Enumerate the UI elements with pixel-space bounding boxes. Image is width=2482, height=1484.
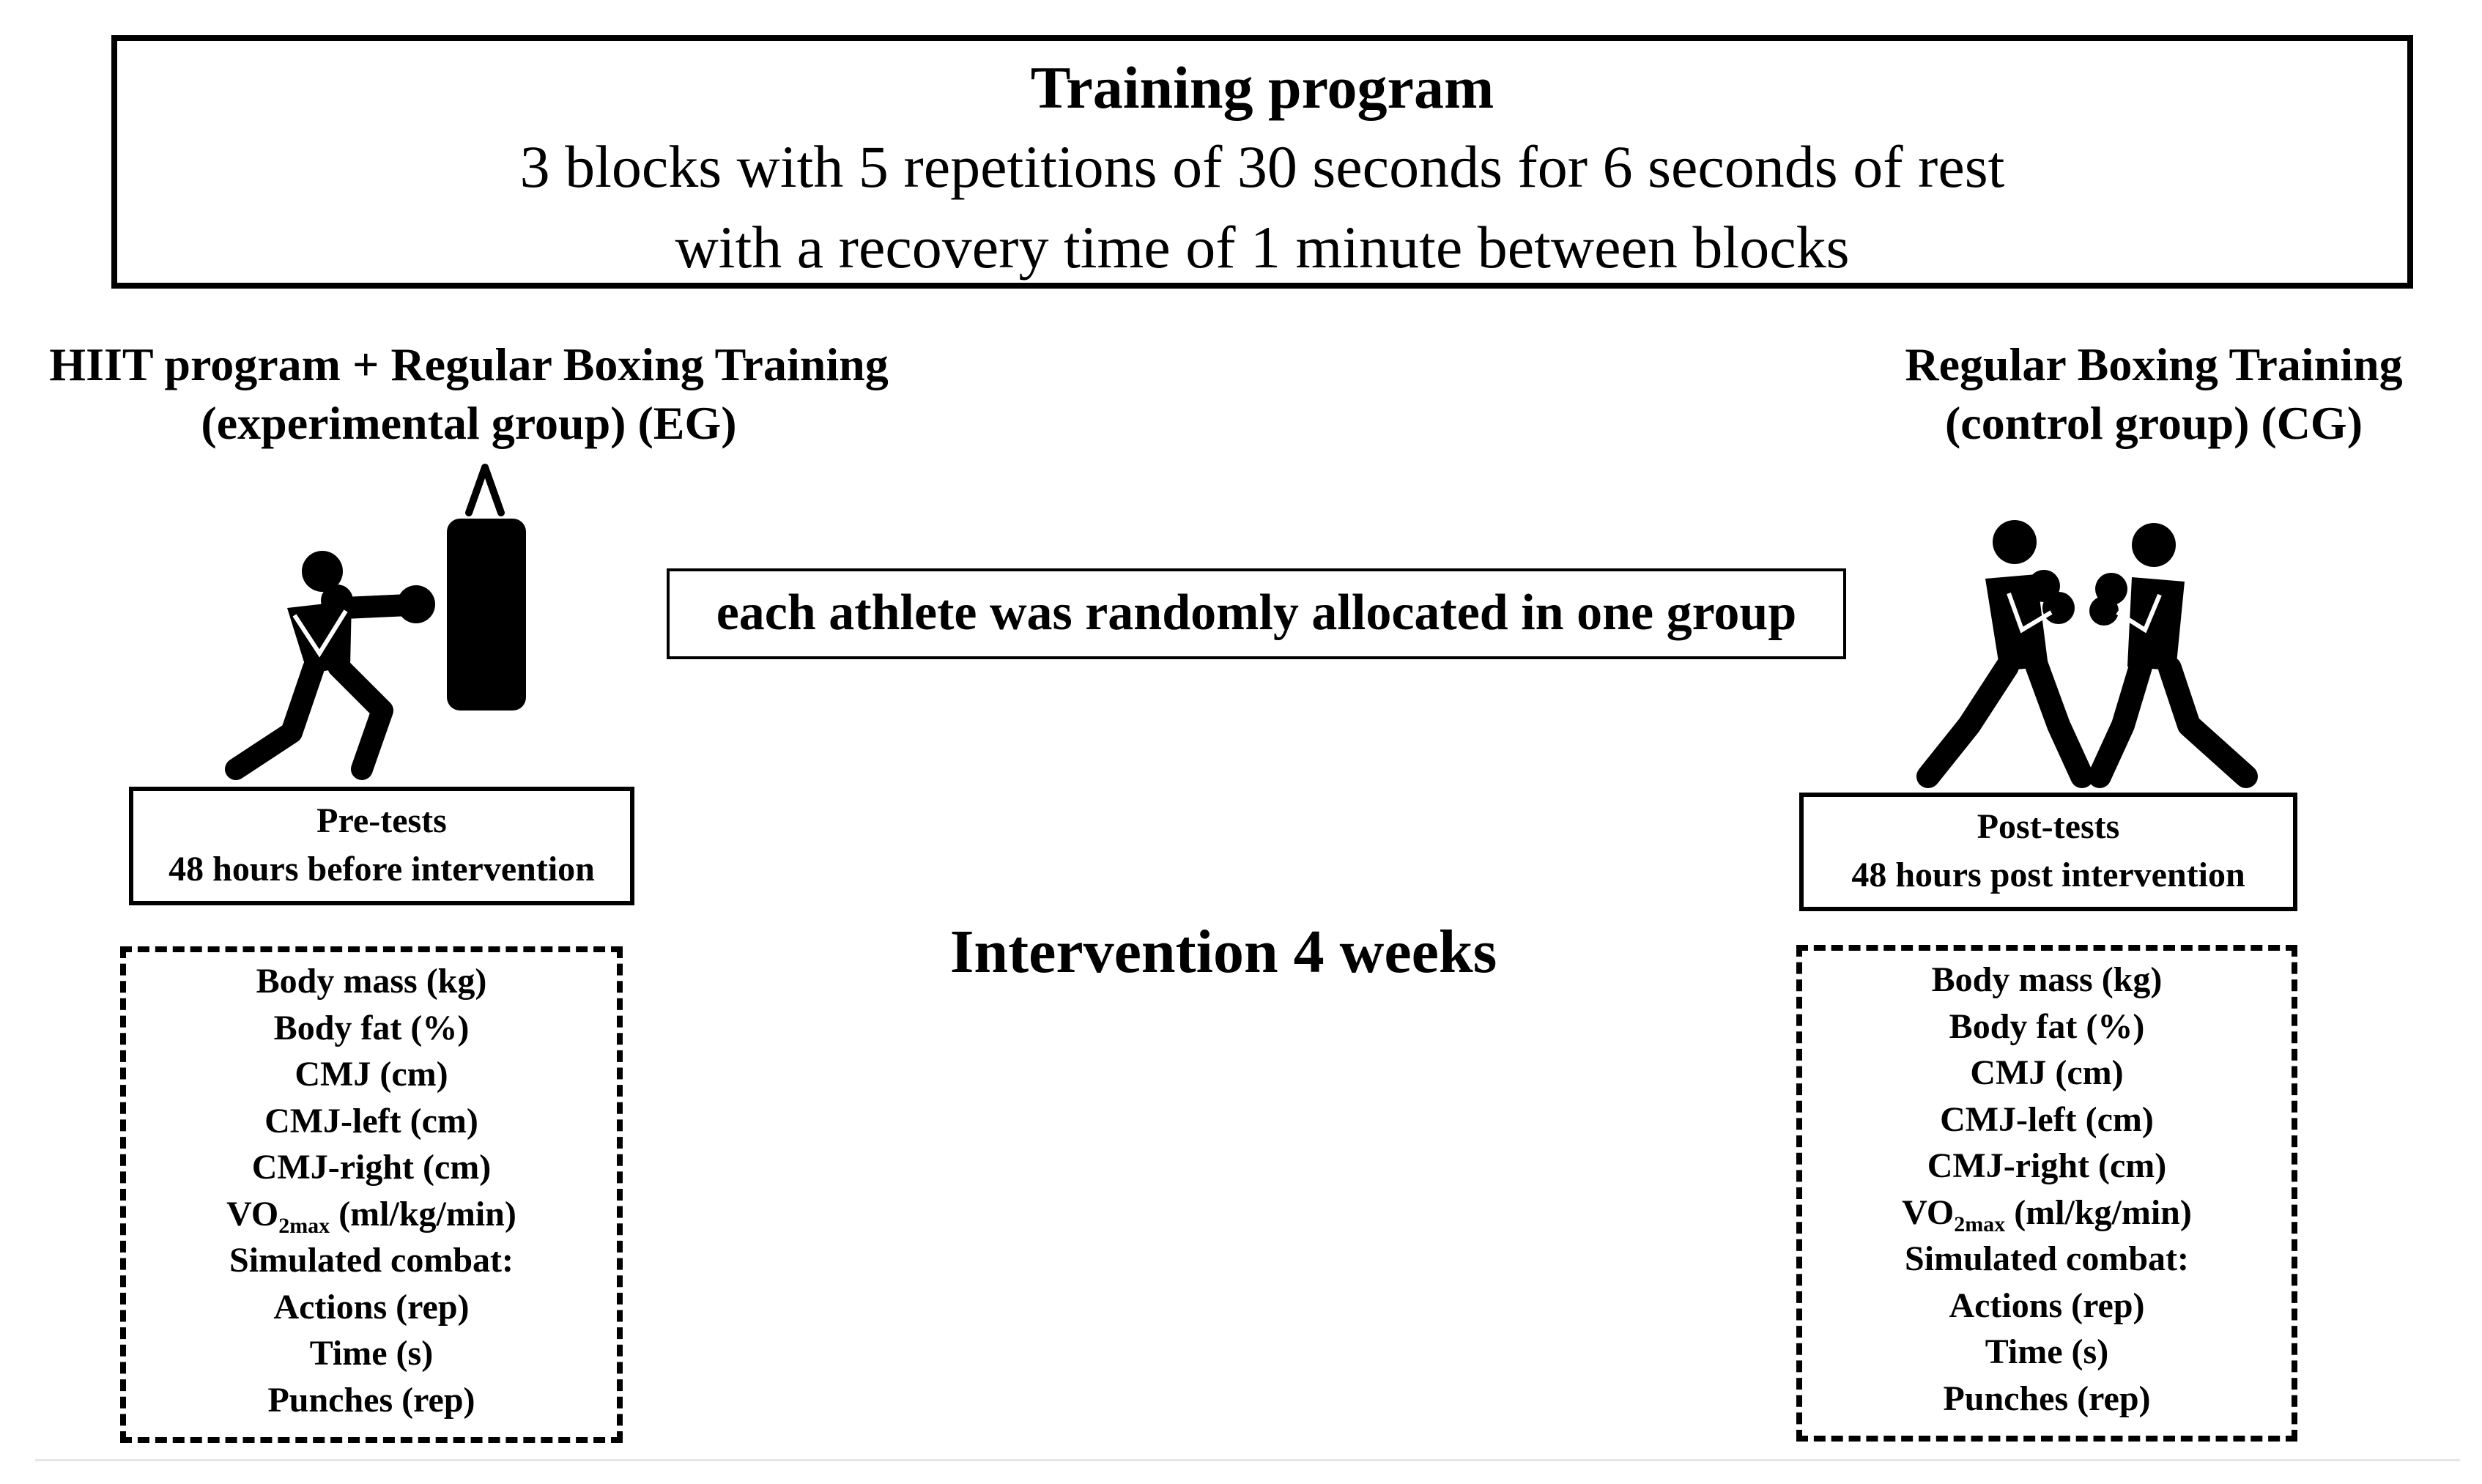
pre-tests-title: Pre-tests xyxy=(316,801,447,840)
vo2-prefix: VO xyxy=(1902,1192,1955,1232)
post-measures-list: Body mass (kg) Body fat (%) CMJ (cm) CMJ… xyxy=(1796,957,2297,1422)
training-program-box xyxy=(111,35,2413,289)
experimental-group-heading: HIIT program + Regular Boxing Training (… xyxy=(15,335,923,453)
measure-actions: Actions (rep) xyxy=(273,1287,470,1327)
program-description-line1: 3 blocks with 5 repetitions of 30 second… xyxy=(519,133,2005,200)
measure-cmj-right: CMJ-right (cm) xyxy=(1927,1146,2167,1185)
program-title: Training program xyxy=(1030,54,1494,121)
post-tests-timing: 48 hours post intervention xyxy=(1851,856,2245,894)
vo2-subscript: 2max xyxy=(1954,1212,2006,1236)
measure-simulated-combat: Simulated combat: xyxy=(1905,1239,2189,1278)
pre-measures-box xyxy=(120,946,623,1443)
pre-tests-box xyxy=(129,787,634,905)
measure-cmj: CMJ (cm) xyxy=(1970,1053,2124,1092)
measure-body-mass: Body mass (kg) xyxy=(256,962,487,1001)
measure-cmj: CMJ (cm) xyxy=(294,1055,448,1094)
intervention-label: Intervention 4 weeks xyxy=(949,918,1497,986)
measure-cmj-right: CMJ-right (cm) xyxy=(251,1148,492,1187)
post-measures-box xyxy=(1796,945,2297,1442)
cg-heading-line1: Regular Boxing Training xyxy=(1905,338,2403,390)
allocation-text: each athlete was randomly allocated in o… xyxy=(716,585,1797,641)
measure-simulated-combat: Simulated combat: xyxy=(229,1241,514,1280)
eg-heading-line2: (experimental group) (EG) xyxy=(201,397,737,449)
eg-heading-line1: HIIT program + Regular Boxing Training xyxy=(49,338,889,390)
pre-tests-timing: 48 hours before intervention xyxy=(168,850,595,888)
vo2-subscript: 2max xyxy=(278,1213,330,1238)
measure-time: Time (s) xyxy=(309,1334,434,1373)
allocation-box xyxy=(667,568,1846,659)
post-tests-label: Post-tests 48 hours post intervention xyxy=(1799,803,2297,899)
pre-measures-list: Body mass (kg) Body fat (%) CMJ (cm) CMJ… xyxy=(120,958,623,1423)
measure-body-fat: Body fat (%) xyxy=(1949,1006,2145,1046)
measure-body-mass: Body mass (kg) xyxy=(1931,960,2163,999)
cg-heading-line2: (control group) (CG) xyxy=(1944,397,2363,449)
vo2-unit: (ml/kg/min) xyxy=(330,1194,516,1233)
measure-actions: Actions (rep) xyxy=(1949,1285,2145,1325)
post-tests-box xyxy=(1799,793,2297,911)
bottom-divider xyxy=(35,1459,2460,1461)
measure-vo2max: VO2max (ml/kg/min) xyxy=(1796,1190,2297,1236)
measure-body-fat: Body fat (%) xyxy=(273,1008,470,1047)
control-group-heading: Regular Boxing Training (control group) … xyxy=(1773,335,2482,453)
program-description-line2: with a recovery time of 1 minute between… xyxy=(675,214,1850,281)
measure-cmj-left: CMJ-left (cm) xyxy=(1940,1099,2154,1139)
pre-tests-label: Pre-tests 48 hours before intervention xyxy=(129,797,634,894)
measure-cmj-left: CMJ-left (cm) xyxy=(264,1101,478,1140)
measure-punches: Punches (rep) xyxy=(267,1380,475,1420)
measure-vo2max: VO2max (ml/kg/min) xyxy=(120,1191,623,1238)
two-boxers-sparring-icon xyxy=(1916,520,2258,788)
post-tests-title: Post-tests xyxy=(1977,807,2120,846)
boxer-punching-bag-icon xyxy=(225,464,526,780)
measure-time: Time (s) xyxy=(1985,1332,2109,1371)
measure-punches: Punches (rep) xyxy=(1943,1379,2151,1418)
vo2-unit: (ml/kg/min) xyxy=(2005,1192,2192,1232)
vo2-prefix: VO xyxy=(226,1194,279,1233)
